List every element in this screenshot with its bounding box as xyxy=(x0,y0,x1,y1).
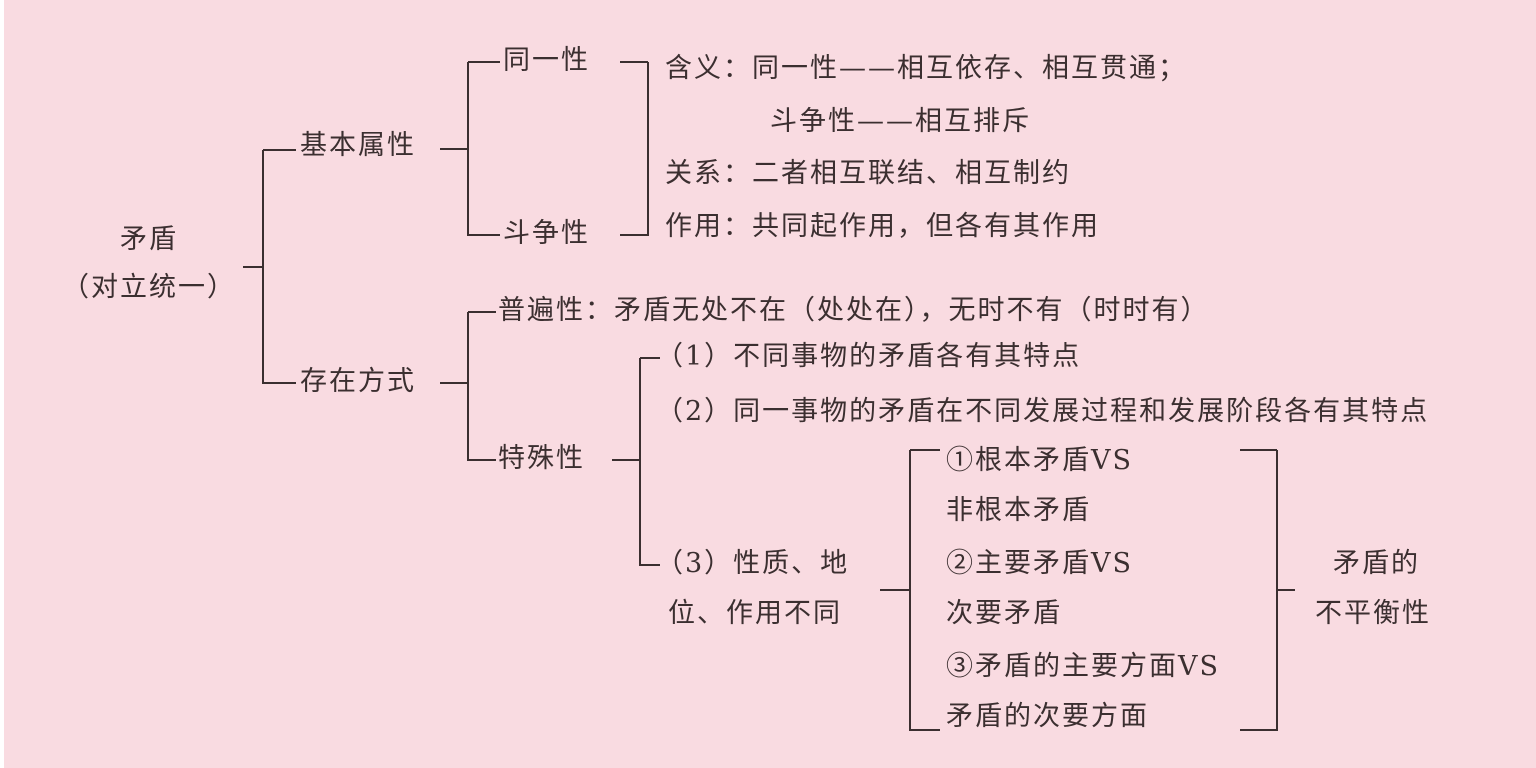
particularity-point-2: （2）同一事物的矛盾在不同发展过程和发展阶段各有其特点 xyxy=(656,396,1430,427)
particularity-point-3-line2: 位、作用不同 xyxy=(668,598,842,629)
function-text: 作用：共同起作用，但各有其作用 xyxy=(665,211,1100,242)
pair-item: 矛盾的次要方面 xyxy=(946,701,1149,732)
particularity-point-3-line1: （3）性质、地 xyxy=(656,548,850,579)
root-title: 矛盾 xyxy=(120,224,178,255)
imbalance-line2: 不平衡性 xyxy=(1315,598,1431,629)
pair-item: 非根本矛盾 xyxy=(946,495,1091,526)
universality-text: 普遍性：矛盾无处不在（处处在），无时不有（时时有） xyxy=(498,295,1210,326)
diagram-canvas: 矛盾 （对立统一） 基本属性 同一性 斗争性 含义：同一性——相互依存、相互贯通… xyxy=(4,0,1536,768)
particularity-label: 特殊性 xyxy=(498,443,585,474)
pair-item: ①根本矛盾VS xyxy=(946,445,1133,476)
root-subtitle: （对立统一） xyxy=(62,272,236,303)
pair-item: ③矛盾的主要方面VS xyxy=(946,651,1220,682)
pair-item: ②主要矛盾VS xyxy=(946,548,1133,579)
existence-label: 存在方式 xyxy=(300,366,416,397)
imbalance-line1: 矛盾的 xyxy=(1333,548,1420,579)
struggle-label: 斗争性 xyxy=(503,218,590,249)
meaning-line2: 斗争性——相互排斥 xyxy=(770,106,1031,137)
basic-attributes-label: 基本属性 xyxy=(300,130,416,161)
meaning-line1: 含义：同一性——相互依存、相互贯通； xyxy=(665,53,1187,84)
particularity-point-1: （1）不同事物的矛盾各有其特点 xyxy=(656,341,1082,372)
connector-lines xyxy=(243,61,1295,731)
identity-label: 同一性 xyxy=(503,45,590,76)
pair-item: 次要矛盾 xyxy=(946,598,1062,629)
relation-text: 关系：二者相互联结、相互制约 xyxy=(665,158,1071,189)
